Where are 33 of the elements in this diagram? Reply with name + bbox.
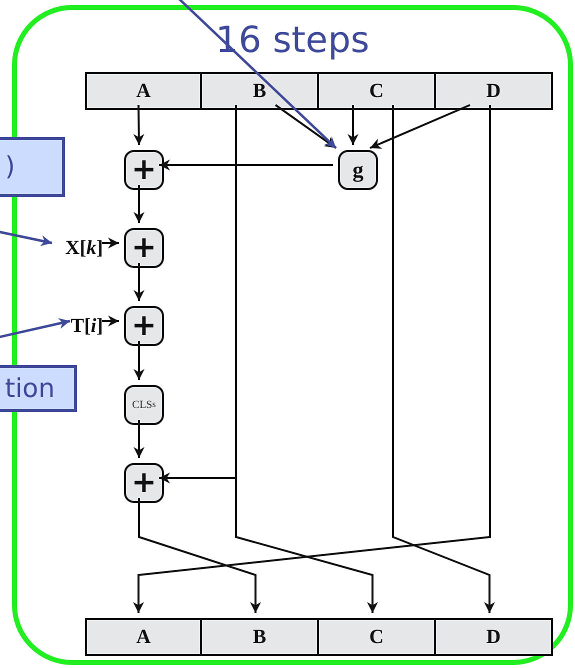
arrow [134, 420, 144, 458]
arrow [392, 105, 495, 613]
register-cell: D [436, 72, 553, 110]
callout-box: tion [0, 365, 77, 412]
arrow [134, 263, 144, 301]
register-cell: C [319, 72, 436, 110]
register-cell: D [436, 618, 553, 656]
arrow [134, 185, 144, 223]
arrow [370, 104, 470, 149]
arrow [134, 341, 144, 380]
group-title: 16 steps [214, 20, 370, 61]
adder-node: + [124, 228, 164, 268]
register-cell: B [202, 618, 319, 656]
leader-line [0, 318, 70, 340]
arrow [138, 498, 261, 613]
function-box: g [338, 150, 378, 190]
arrow [348, 105, 358, 145]
arrow [133, 105, 491, 613]
arrow [102, 316, 119, 326]
adder-node: + [124, 463, 164, 503]
leader-line [0, 230, 52, 246]
register-cell: B [202, 72, 319, 110]
arrow [133, 104, 144, 146]
register-cell: A [85, 618, 202, 656]
arrow [274, 104, 337, 149]
arrow [102, 238, 119, 248]
register-cell: C [319, 618, 436, 656]
input-label: X[k] [57, 233, 107, 263]
callout-box: ) [0, 137, 65, 197]
adder-node: + [124, 306, 164, 346]
register-cell: A [85, 72, 202, 110]
adder-node: + [124, 150, 164, 190]
arrow [159, 160, 333, 170]
